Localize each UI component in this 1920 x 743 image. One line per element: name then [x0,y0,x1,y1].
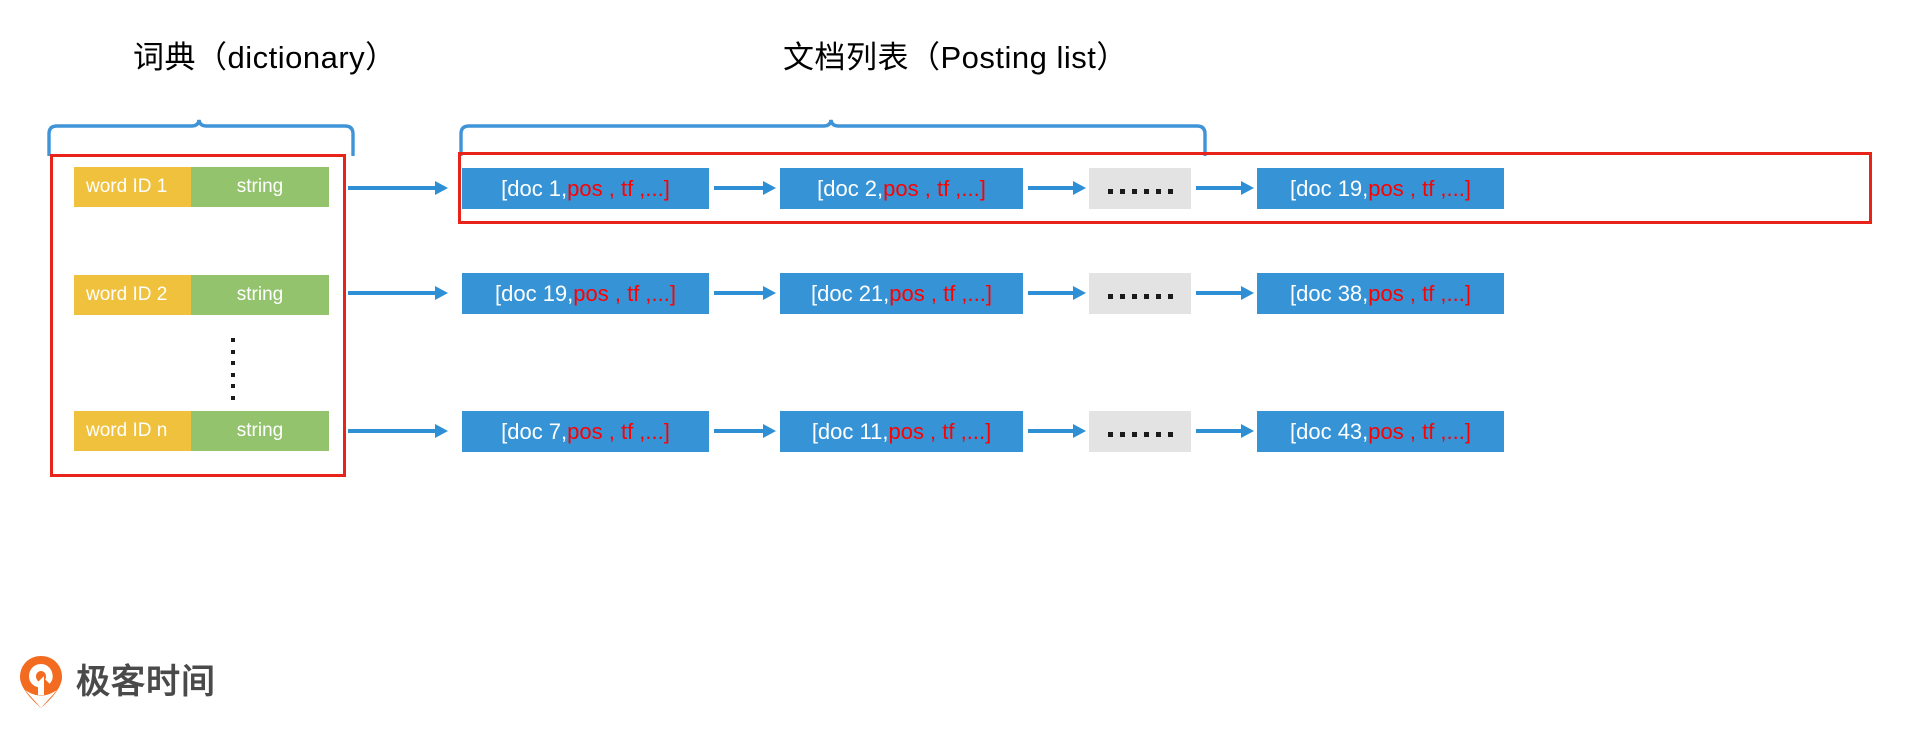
logo-text: 极客时间 [76,663,216,701]
connector-arrow-icon [1028,424,1086,438]
word-id-cell: word ID n [74,411,191,451]
posting-entry[interactable]: [doc 1, pos , tf ,...] [462,168,709,209]
connector-arrow-icon [714,181,776,195]
connector-arrow-icon [1028,181,1086,195]
posting-ellipsis-box [1089,411,1191,452]
geektime-logo: 极客时间 [18,655,216,709]
connector-arrow-icon [348,286,448,300]
posting-meta: pos , tf ,...] [567,175,670,201]
dictionary-title: 词典（dictionary） [133,40,397,75]
dictionary-row[interactable]: word ID n string [74,411,329,451]
connector-arrow-icon [714,424,776,438]
posting-meta: pos , tf ,...] [883,175,986,201]
connector-arrow-icon [348,424,448,438]
connector-arrow-icon [348,181,448,195]
posting-doc-id: [doc 11, [811,418,889,444]
posting-meta: pos , tf ,...] [1368,280,1471,306]
string-cell: string [191,411,329,451]
posting-list-brace [459,119,1207,156]
posting-doc-id: [doc 19, [495,280,574,306]
dictionary-row[interactable]: word ID 2 string [74,275,329,315]
word-id-cell: word ID 2 [74,275,191,315]
posting-entry[interactable]: [doc 2, pos , tf ,...] [780,168,1023,209]
posting-row-highlight-box [458,152,1872,224]
posting-ellipsis-box [1089,273,1191,314]
posting-doc-id: [doc 2, [817,175,884,201]
posting-ellipsis-box [1089,168,1191,209]
connector-arrow-icon [1028,286,1086,300]
posting-doc-id: [doc 43, [1290,418,1369,444]
dictionary-brace [47,119,355,156]
horizontal-ellipsis-icon [1107,289,1173,299]
connector-arrow-icon [1196,286,1254,300]
posting-meta: pos , tf ,...] [1368,418,1471,444]
posting-entry[interactable]: [doc 7, pos , tf ,...] [462,411,709,452]
posting-doc-id: [doc 1, [501,175,568,201]
posting-doc-id: [doc 7, [501,418,568,444]
posting-doc-id: [doc 38, [1290,280,1369,306]
horizontal-ellipsis-icon [1107,427,1173,437]
posting-doc-id: [doc 19, [1290,175,1369,201]
posting-entry[interactable]: [doc 19, pos , tf ,...] [1257,168,1504,209]
dictionary-container [50,154,346,477]
posting-entry[interactable]: [doc 21, pos , tf ,...] [780,273,1023,314]
horizontal-ellipsis-icon [1107,184,1173,194]
connector-arrow-icon [1196,424,1254,438]
posting-meta: pos , tf ,...] [573,280,676,306]
word-id-cell: word ID 1 [74,167,191,207]
posting-entry[interactable]: [doc 19, pos , tf ,...] [462,273,709,314]
connector-arrow-icon [1196,181,1254,195]
posting-meta: pos , tf ,...] [567,418,670,444]
dictionary-row[interactable]: word ID 1 string [74,167,329,207]
geektime-pin-icon [20,656,62,708]
posting-meta: pos , tf ,...] [888,418,992,444]
dictionary-vertical-ellipsis-icon [228,338,238,400]
posting-entry[interactable]: [doc 11, pos , tf ,...] [780,411,1023,452]
connector-arrow-icon [714,286,776,300]
posting-meta: pos , tf ,...] [889,280,992,306]
string-cell: string [191,275,329,315]
posting-entry[interactable]: [doc 43, pos , tf ,...] [1257,411,1504,452]
posting-doc-id: [doc 21, [811,280,890,306]
string-cell: string [191,167,329,207]
posting-entry[interactable]: [doc 38, pos , tf ,...] [1257,273,1504,314]
posting-list-title: 文档列表（Posting list） [783,40,1128,75]
posting-meta: pos , tf ,...] [1368,175,1471,201]
